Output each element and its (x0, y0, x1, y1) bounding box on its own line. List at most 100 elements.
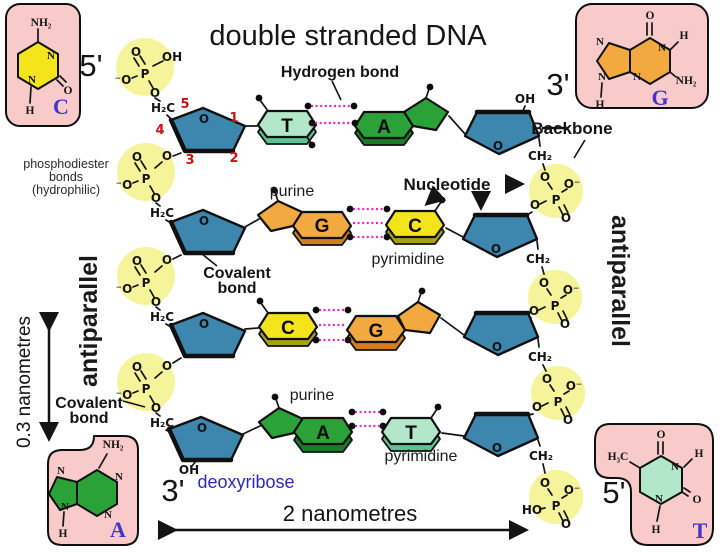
nh2-label: NH₂ (103, 439, 124, 451)
bridge-o: O (530, 198, 540, 212)
pde-line1: phosphodiester (23, 157, 108, 171)
bond-lines (242, 125, 261, 435)
base-letter: G (369, 321, 384, 342)
covalent-bond-label-mid: Covalent bond (201, 253, 271, 297)
bond-lines (541, 163, 547, 474)
base-thymine-row4: T (380, 416, 442, 452)
oh-3prime-label: OH (515, 92, 535, 106)
base-adenine-row4: A (257, 406, 354, 453)
base-pairs: T A G C C G A T (255, 83, 450, 453)
base-letter: A (316, 423, 330, 444)
bridge-o: O (529, 304, 539, 318)
phosphodiester-label: phosphodiester bonds (hydrophilic) (23, 157, 108, 197)
deoxyribose-sugar (169, 417, 243, 460)
corner-molecule-guanine: O H N N N N NH₂ H G (575, 3, 709, 111)
base-letter: A (377, 117, 391, 138)
oh-3prime-label: OH (179, 463, 199, 477)
nucleotide-arrow-base (424, 185, 447, 206)
n-label: N (61, 501, 69, 513)
covalent-bond-label-bottom: Covalent bond (55, 395, 146, 427)
phosphate-group (113, 37, 175, 101)
hydrogen-bond-label: Hydrogen bond (281, 64, 399, 81)
phosphate-group (527, 269, 583, 332)
five-prime-bottom-right: 5' (602, 475, 625, 510)
deoxyribose-sugar (171, 313, 245, 356)
pyrimidine-label-row4: pyrimidine (385, 448, 458, 465)
bond-lines (165, 114, 172, 433)
base-thymine-row1: T (256, 109, 318, 145)
h2c-label: H₂C (150, 310, 174, 324)
deoxyribose-sugar (171, 210, 245, 253)
h2c-label: H₂C (151, 101, 175, 115)
carbon-2: 2 (229, 151, 238, 166)
h-label: H (652, 524, 661, 536)
purine-label-row4: purine (290, 387, 335, 404)
h-label: H (680, 30, 689, 42)
deoxyribose-sugar (464, 414, 538, 456)
hydrogen-bond-pointer (331, 80, 342, 101)
carbon-3: 3 (185, 153, 194, 168)
nh2-label: NH₂ (676, 75, 697, 87)
scale-vertical-label: 0.3 nanometres (14, 316, 35, 448)
h2c-label: H₂C (150, 416, 174, 430)
base-letter: G (315, 216, 330, 237)
n-label: N (47, 50, 55, 62)
carbon-5: 5 (180, 97, 189, 112)
thymine-letter: T (693, 518, 708, 543)
bond-lines (191, 460, 197, 467)
h-label: H (59, 528, 68, 540)
bond-lines (538, 200, 549, 510)
phosphate-group (530, 365, 586, 428)
bond-dots (255, 83, 446, 430)
antiparallel-right: antiparallel (606, 215, 634, 347)
oh-5prime-label: OH (162, 50, 182, 64)
corner-molecule-cytosine: NH₂ N N O H C (5, 3, 81, 127)
n-label: N (115, 471, 123, 483)
annotations: double stranded DNA Hydrogen bond Backbo… (14, 20, 634, 540)
carbon-4: 4 (155, 123, 164, 138)
sugar-carbon-numbers: 1 2 3 4 5 (155, 97, 238, 168)
five-prime-top-left: 5' (79, 48, 102, 83)
ch2-label: CH₂ (526, 252, 550, 266)
hydrogen-bonds (311, 104, 384, 428)
deoxyribose-label: deoxyribose (197, 472, 294, 492)
n-label: N (655, 493, 663, 505)
diagram-title: double stranded DNA (209, 20, 487, 52)
n-label: N (633, 71, 641, 83)
antiparallel-left: antiparallel (75, 255, 103, 387)
base-letter: T (405, 423, 417, 444)
purine-label-row2: purine (270, 183, 315, 200)
ch2-label: CH₂ (528, 350, 552, 364)
base-letter: C (408, 216, 422, 237)
o-label: O (657, 429, 666, 441)
base-guanine-row3: G (345, 300, 442, 351)
n-label: N (598, 71, 606, 83)
pyrimidine-label-row2: pyrimidine (372, 251, 445, 268)
bond-lines (536, 137, 541, 447)
o-label: O (64, 85, 73, 97)
carbon-1: 1 (229, 111, 238, 126)
backbone-pointer (573, 139, 586, 159)
corner-molecule-thymine: H₃C O H N O N H T (594, 423, 714, 546)
bond-lines (172, 152, 182, 364)
base-adenine-row1: A (353, 96, 450, 146)
bond-lines (154, 97, 161, 417)
three-prime-bottom-left: 3' (161, 473, 184, 508)
bond-lines (522, 105, 526, 112)
cytosine-letter: C (53, 94, 69, 119)
base-letter: C (281, 318, 295, 339)
deoxyribose-sugar (465, 112, 539, 154)
bond-lines (440, 115, 466, 437)
bridge-o: O (162, 253, 172, 267)
h3c-label: H₃C (608, 451, 629, 463)
pde-line2: bonds (49, 170, 83, 184)
h2c-label: H₂C (150, 206, 174, 220)
n-label: N (28, 74, 36, 86)
h-label: H (26, 105, 35, 117)
n-label: N (104, 509, 112, 521)
nh2-label: NH₂ (31, 17, 52, 29)
three-prime-top-right: 3' (546, 67, 569, 102)
bridge-o: O (162, 149, 172, 163)
bond-lines (154, 161, 163, 379)
